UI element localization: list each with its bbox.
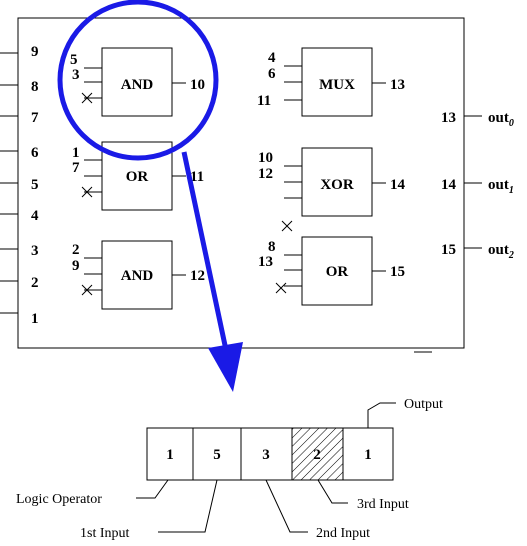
input-pin: 3: [0, 243, 39, 259]
output-name: out0: [488, 110, 514, 129]
gate-xor: XOR 10 12 14: [258, 147, 406, 232]
input-pin-label: 7: [31, 110, 39, 126]
unused-input-mark: [275, 282, 287, 294]
unused-input-mark: [81, 284, 93, 296]
gate-input-label: 8: [268, 239, 276, 255]
gate-input-label: 4: [268, 50, 276, 66]
gate-input-label: 13: [258, 254, 273, 270]
gate-output-label: 11: [190, 169, 204, 185]
gate-input-label: 12: [258, 166, 273, 182]
leader-output: [367, 402, 396, 428]
gate-input-label: 9: [72, 258, 80, 274]
output-name: out2: [488, 242, 514, 261]
output-pin: 14 out1: [441, 177, 514, 196]
input-pin: 2: [0, 275, 39, 291]
gate-output-label: 14: [390, 177, 406, 193]
input-pin: 1: [0, 311, 39, 327]
highlight-arrow-shaft: [181, 151, 229, 351]
gate-input-label: 7: [72, 160, 80, 176]
input-pin: 7: [0, 110, 39, 126]
gate-input-label: 6: [268, 66, 276, 82]
encoding-labels: Output Logic Operator 1st Input 3rd Inpu…: [16, 397, 443, 541]
gate-operator: AND: [121, 268, 154, 284]
highlight-circle: [57, 0, 219, 161]
input-pin: 5: [0, 177, 39, 193]
gate-input-label: 3: [72, 67, 80, 83]
output-name: out1: [488, 177, 514, 196]
input-pin-label: 5: [31, 177, 39, 193]
input-pin-label: 8: [31, 79, 39, 95]
label-logic-operator: Logic Operator: [16, 492, 102, 507]
gate-or-1: OR 1 7 11: [72, 141, 204, 211]
output-pin: 15 out2: [441, 242, 514, 261]
gate-and-1: AND 5 3 10: [70, 47, 205, 117]
gate-output-label: 13: [390, 77, 405, 93]
gate-operator: OR: [326, 264, 349, 280]
gate-operator: OR: [126, 169, 149, 185]
gate-input-label: 11: [257, 93, 271, 109]
gate-operator: MUX: [319, 77, 355, 93]
leader-first-input: [158, 479, 218, 533]
gate-operator: AND: [121, 77, 154, 93]
label-output: Output: [404, 397, 443, 412]
unused-input-mark: [81, 92, 93, 104]
input-pin-label: 3: [31, 243, 39, 259]
input-pin: 8: [0, 79, 39, 95]
gate-or-2: OR 8 13 15: [258, 236, 405, 306]
encoding-value: 3: [262, 447, 270, 463]
input-pin-label: 4: [31, 208, 39, 224]
input-pin-label: 9: [31, 44, 39, 60]
gate-operator: XOR: [320, 177, 354, 193]
input-pin: 6: [0, 145, 39, 161]
encoding-value: 1: [166, 447, 174, 463]
encoding-cell-third-input: [291, 427, 344, 481]
leader-second-input: [265, 479, 308, 533]
input-pin-label: 6: [31, 145, 39, 161]
input-pin-label: 1: [31, 311, 39, 327]
output-pin: 13 out0: [441, 110, 514, 129]
label-third-input: 3rd Input: [357, 497, 409, 512]
output-number: 15: [441, 242, 456, 258]
label-second-input: 2nd Input: [316, 526, 370, 541]
encoding-value: 5: [213, 447, 221, 463]
output-number: 14: [441, 177, 457, 193]
input-pin: 4: [0, 208, 39, 224]
leader-logic-operator: [136, 479, 169, 499]
leader-third-input: [317, 479, 348, 504]
output-number: 13: [441, 110, 456, 126]
circuit-outputs: 13 out0 14 out1 15 out2: [441, 110, 514, 261]
gate-input-label: 1: [72, 145, 80, 161]
unused-input-mark: [281, 220, 293, 232]
unused-input-mark: [81, 186, 93, 198]
gate-input-label: 2: [72, 242, 80, 258]
gate-input-label: 5: [70, 52, 78, 68]
input-pin: 9: [0, 44, 39, 60]
encoding-value: 2: [313, 447, 321, 463]
input-pins: 9 8 7 6 5 4 3 2 1: [0, 44, 39, 327]
encoding-strip: 1 5 3 2 1: [146, 427, 394, 481]
gate-and-2: AND 2 9 12: [72, 240, 205, 310]
gate-output-label: 10: [190, 77, 205, 93]
gate-output-label: 15: [390, 264, 405, 280]
gate-input-label: 10: [258, 150, 273, 166]
encoding-value: 1: [364, 447, 372, 463]
gate-output-label: 12: [190, 268, 205, 284]
highlight-arrow-head: [208, 342, 243, 392]
label-first-input: 1st Input: [80, 526, 130, 541]
input-pin-label: 2: [31, 275, 39, 291]
gate-mux: MUX 4 6 11 13: [257, 47, 405, 117]
